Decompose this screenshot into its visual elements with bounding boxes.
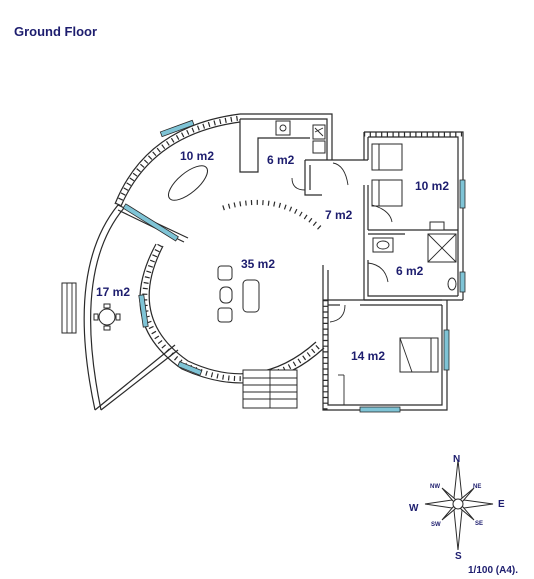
- compass-n: N: [453, 454, 460, 465]
- room-label-bedroom-2: 14 m2: [351, 349, 385, 363]
- window-17m2-north: [122, 203, 179, 242]
- door-swing-4: [329, 304, 346, 323]
- compass-se: SE: [475, 521, 483, 527]
- coffee-table: [219, 286, 233, 304]
- compass-needle-s: [453, 503, 463, 551]
- washbasin: [372, 237, 394, 253]
- room-label-kitchen: 10 m2: [180, 149, 214, 163]
- fridge: [312, 140, 326, 154]
- door-swing-5: [371, 204, 393, 223]
- dining-table: [168, 165, 208, 201]
- room-label-6m2-north: 6 m2: [267, 153, 295, 167]
- room-label-hall: 7 m2: [325, 208, 353, 222]
- armchair-1: [217, 265, 233, 281]
- toilet: [447, 277, 457, 291]
- sofa: [242, 279, 260, 313]
- compass-sw: SW: [431, 522, 441, 528]
- compass-needle-n: [453, 459, 463, 505]
- stove: [275, 120, 291, 136]
- compass-ne: NE: [473, 484, 481, 490]
- armchair-2: [217, 307, 233, 323]
- compass-nw: NW: [430, 484, 440, 490]
- room-label-living: 35 m2: [241, 257, 275, 271]
- compass-s: S: [455, 551, 462, 562]
- compass-e: E: [498, 499, 505, 510]
- door-swing-1: [291, 177, 306, 191]
- bath-shelf: [429, 221, 445, 231]
- window-bedroom-1: [459, 179, 466, 209]
- window-living-south: [177, 361, 203, 376]
- scale-label: 1/100 (A4).: [468, 565, 518, 576]
- window-bathroom: [459, 271, 466, 293]
- plan-title: Ground Floor: [14, 24, 97, 39]
- window-kitchen: [159, 119, 195, 138]
- furniture: [61, 120, 457, 409]
- window-bedroom-2-east: [443, 329, 450, 371]
- window-living-west: [138, 294, 149, 328]
- round-table: [98, 308, 116, 326]
- inner-curved-wall: [222, 199, 324, 232]
- compass-rose: N S E W NE NW SE SW: [409, 454, 505, 562]
- room-label-bathroom: 6 m2: [396, 264, 424, 278]
- door-swing-2: [332, 162, 349, 186]
- west-steps: [61, 282, 77, 334]
- room-label-bedroom-1: 10 m2: [415, 179, 449, 193]
- window-bedroom-2-south: [359, 406, 401, 413]
- room-label-dining-17m2: 17 m2: [96, 285, 130, 299]
- compass-w: W: [409, 503, 419, 514]
- room-labels: 10 m2 6 m2 10 m2 7 m2 35 m2 6 m2 17 m2 1…: [96, 149, 449, 363]
- windows: [122, 119, 466, 413]
- north-curved-wall: [115, 115, 241, 206]
- door-swing-3: [367, 262, 389, 283]
